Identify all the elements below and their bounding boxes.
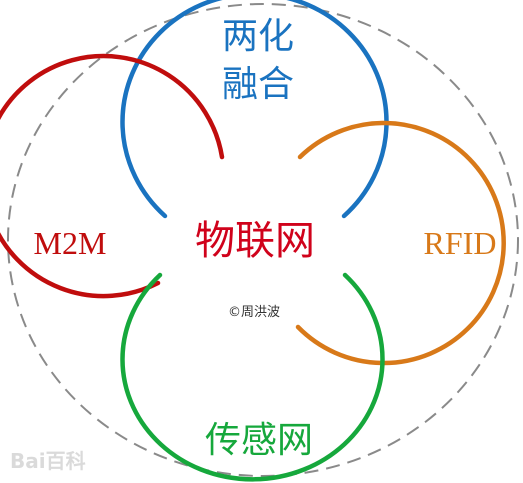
top-label-line1: 两化 xyxy=(222,16,294,57)
center-label: 物联网 xyxy=(195,218,315,264)
watermark-text: Bai百科 xyxy=(10,449,86,473)
baidu-watermark: Bai百科 xyxy=(10,449,86,473)
bottom-arc xyxy=(120,272,385,482)
top-label-line2: 融合 xyxy=(222,64,294,105)
left-label: M2M xyxy=(34,225,107,261)
outer-dashed-ellipse xyxy=(7,3,519,477)
copyright-note: ©周洪波 xyxy=(228,305,280,320)
right-label: RFID xyxy=(424,225,497,261)
left-arc xyxy=(0,53,225,299)
top-arc xyxy=(120,0,389,219)
bottom-label: 传感网 xyxy=(205,420,313,461)
right-arc xyxy=(295,120,506,366)
